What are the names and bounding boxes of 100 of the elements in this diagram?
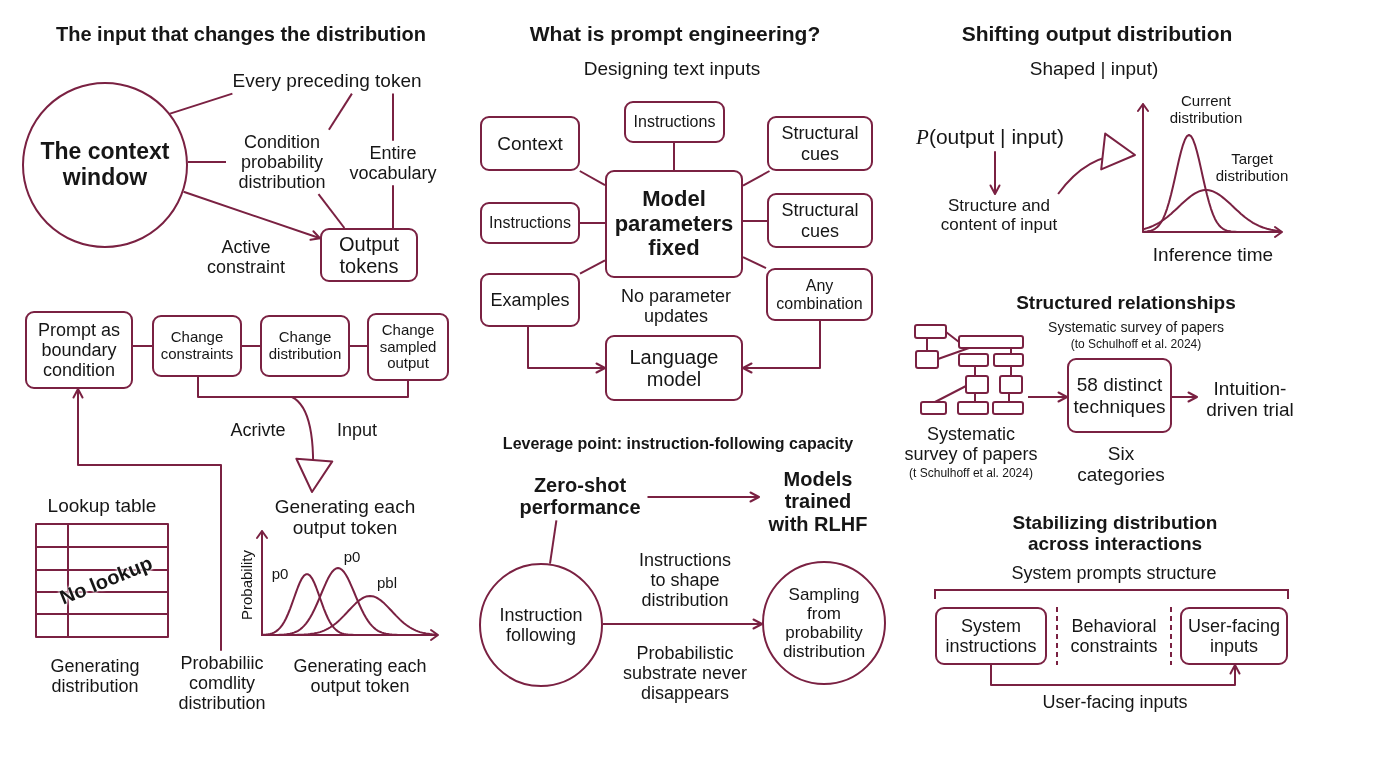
stamp-text: No lookup <box>56 552 156 608</box>
connector-line <box>317 193 346 229</box>
citation-text: (to Schulhoff et al. 2024) <box>1069 336 1203 354</box>
node-label: Every preceding token <box>228 68 426 94</box>
citation-text: (t Schulhoff et al. 2024) <box>908 465 1034 483</box>
concept-box <box>480 202 580 244</box>
arrow-note: Input <box>336 418 378 442</box>
arrow <box>182 190 321 241</box>
arrow <box>989 150 1001 195</box>
connector-line <box>549 519 558 565</box>
connector-line <box>742 256 767 270</box>
formula-text: P(output | input) <box>912 122 1068 152</box>
axis-caption: Generating each output token <box>292 654 428 698</box>
note-text: Probabilistic substrate never disappears <box>621 641 749 706</box>
node-label: Models trained with RLHF <box>759 466 877 538</box>
node-label: The context window <box>39 139 171 191</box>
node-label: Structure and content of input <box>928 193 1070 237</box>
arrow <box>646 491 760 503</box>
caption-text: Generating distribution <box>49 654 141 698</box>
concept-box <box>260 315 350 377</box>
concept-box <box>1180 607 1288 665</box>
arrow <box>1171 391 1198 403</box>
curve-label: Target distribution <box>1214 149 1290 186</box>
concept-box <box>767 116 873 171</box>
concept-box <box>480 273 580 327</box>
node-label: Condition probability distribution <box>226 129 338 195</box>
node-label: Output tokens <box>337 232 400 278</box>
caption-text: No parameter updates <box>619 284 733 328</box>
node-label: 58 distinct techniques <box>1072 374 1167 417</box>
subsection-heading: Leverage point: instruction-following capacity <box>501 434 855 455</box>
node-label: Zero-shot performance <box>512 471 648 521</box>
concept-box <box>935 607 1047 665</box>
curve-label: Current distribution <box>1168 91 1244 128</box>
node-label: Any combination <box>775 276 864 313</box>
chart-heading: Generating each output token <box>273 494 417 540</box>
node-label: Prompt as boundary condition <box>37 319 121 381</box>
concept-box <box>766 268 873 321</box>
arrow <box>602 618 763 630</box>
arrow <box>742 320 821 374</box>
hollow-arrow <box>1057 133 1136 195</box>
concept-box <box>767 193 873 248</box>
arrow <box>72 388 222 652</box>
node-label: Structural cues <box>780 123 860 164</box>
bracket-label: System prompts structure <box>1010 561 1218 585</box>
node-label: Behavioral constraints <box>1062 613 1166 659</box>
caption-text: Six categories <box>1076 441 1166 487</box>
connector-line <box>579 259 606 275</box>
connector-line <box>132 345 153 347</box>
concept-box <box>367 313 449 381</box>
connector-line <box>579 222 606 224</box>
node-label: Examples <box>490 289 570 311</box>
connector-line <box>327 92 353 131</box>
section-subheading: Shaped | input) <box>1028 57 1160 82</box>
node-label: Probabiliic comdlity distribution <box>169 650 275 716</box>
connector-line <box>578 170 606 187</box>
section-heading: What is prompt engineering? <box>528 21 822 48</box>
node-label: Context <box>497 132 563 155</box>
subsection-heading: Stabilizing distribution across interactions <box>1011 510 1219 556</box>
curve-label: pbl <box>376 572 398 593</box>
arrow <box>990 664 1241 686</box>
connector-line <box>392 184 394 229</box>
arrow <box>527 326 606 374</box>
node-label: Instructions <box>633 113 716 131</box>
table-heading: Lookup table <box>46 494 158 519</box>
connector-line <box>169 92 234 115</box>
connector-line <box>742 220 768 222</box>
arrow-note: Acrivte <box>229 418 287 442</box>
caption-text: Systematic survey of papers <box>903 422 1039 466</box>
node-label: System instructions <box>944 615 1038 657</box>
node-label: Change distribution <box>267 329 343 363</box>
arrow <box>1027 391 1068 403</box>
node-label: Structural cues <box>780 200 860 241</box>
node-label: Instructions <box>489 214 571 232</box>
connector-line <box>291 380 409 398</box>
node-label: Language model <box>628 345 720 391</box>
node-label: Intuition-driven trial <box>1197 375 1303 423</box>
node-label: Sampling from probability distribution <box>781 584 867 662</box>
axis-label: Probability <box>236 549 256 622</box>
section-subheading: Designing text inputs <box>582 57 762 82</box>
concept-box <box>152 315 242 377</box>
concept-box <box>480 116 580 171</box>
node-label: Change constraints <box>159 329 235 363</box>
curve-label: p0 <box>342 546 362 567</box>
node-label: Model parameters fixed <box>613 187 735 261</box>
node-label: User-facing inputs <box>1187 615 1281 657</box>
section-heading: Shifting output distribution <box>960 21 1234 48</box>
connector-line <box>392 92 394 142</box>
curve-label: p0 <box>270 563 290 584</box>
concept-box <box>320 228 418 282</box>
connector-line <box>349 345 368 347</box>
caption-text: Systematic survey of papers <box>1047 318 1225 338</box>
subsection-heading: Structured relationships <box>1015 291 1237 316</box>
connector-line <box>241 345 261 347</box>
connector-line <box>742 170 771 187</box>
section-heading: The input that changes the distribution <box>55 21 427 47</box>
connector-line <box>673 142 675 171</box>
concept-box <box>624 101 725 143</box>
axis-caption: Inference time <box>1151 243 1275 268</box>
node-label: Change sampled output <box>378 321 438 373</box>
concept-box <box>605 335 743 401</box>
